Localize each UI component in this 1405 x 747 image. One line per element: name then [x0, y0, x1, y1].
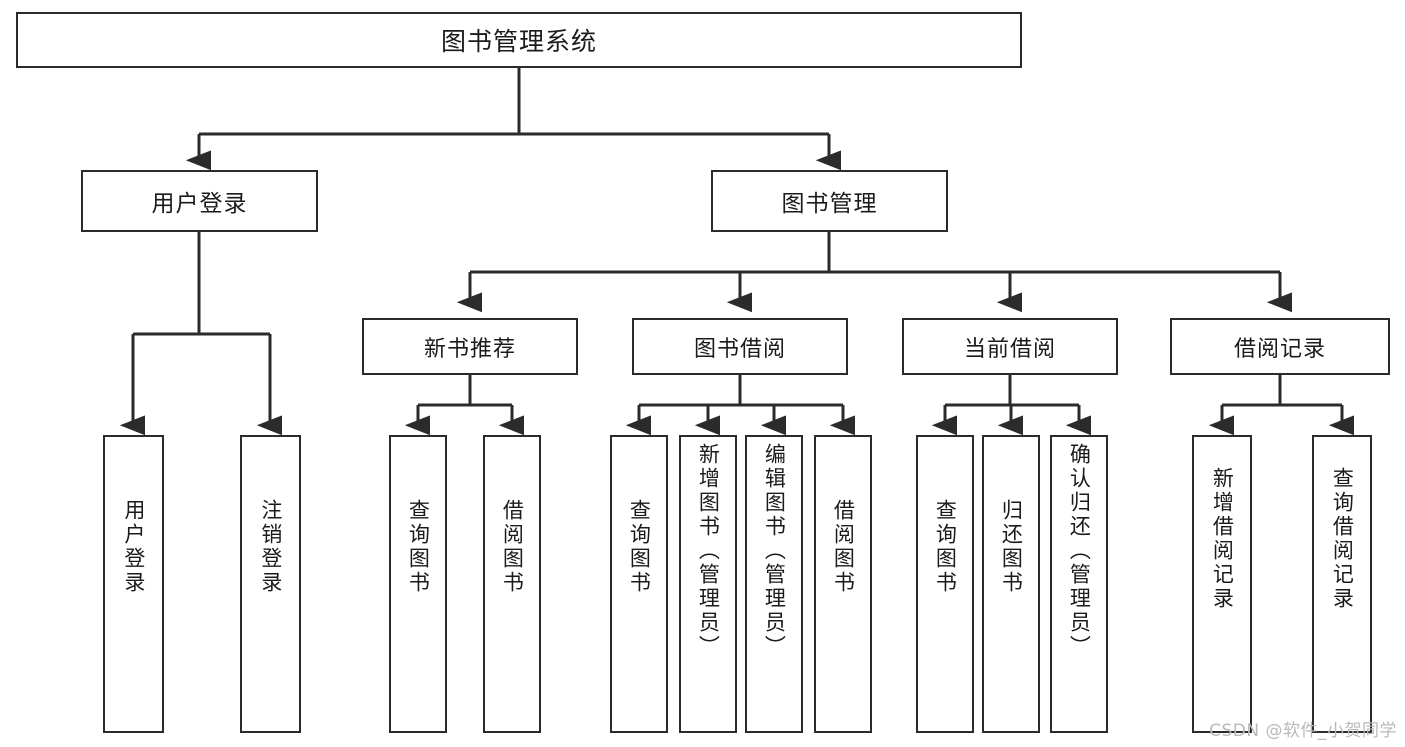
- leaf-query-borrow-record[interactable]: 查询借阅记录: [1312, 435, 1372, 733]
- leaf-confirm-return-admin[interactable]: 确认归还（管理员）: [1050, 435, 1108, 733]
- node-current-borrow[interactable]: 当前借阅: [902, 318, 1118, 375]
- leaf-label: 查询借阅记录: [1330, 467, 1355, 611]
- leaf-label: 用户登录: [121, 499, 146, 595]
- leaf-query-book-new[interactable]: 查询图书: [389, 435, 447, 733]
- leaf-label: 编辑图书（管理员）: [762, 443, 787, 659]
- node-user-login[interactable]: 用户登录: [81, 170, 318, 232]
- leaf-borrow-book-new[interactable]: 借阅图书: [483, 435, 541, 733]
- leaf-label: 查询图书: [406, 499, 431, 595]
- leaf-label: 新增图书（管理员）: [696, 443, 721, 659]
- leaf-borrow-book-borrow[interactable]: 借阅图书: [814, 435, 872, 733]
- node-book-borrow[interactable]: 图书借阅: [632, 318, 848, 375]
- leaf-add-borrow-record[interactable]: 新增借阅记录: [1192, 435, 1252, 733]
- leaf-label: 查询图书: [627, 499, 652, 595]
- leaf-label: 确认归还（管理员）: [1067, 443, 1092, 659]
- leaf-label: 归还图书: [999, 499, 1024, 595]
- node-new-book-recommend[interactable]: 新书推荐: [362, 318, 578, 375]
- leaf-user-login[interactable]: 用户登录: [103, 435, 164, 733]
- leaf-edit-book-admin[interactable]: 编辑图书（管理员）: [745, 435, 803, 733]
- node-book-manage[interactable]: 图书管理: [711, 170, 948, 232]
- leaf-label: 查询图书: [933, 499, 958, 595]
- node-borrow-record[interactable]: 借阅记录: [1170, 318, 1390, 375]
- leaf-label: 注销登录: [258, 499, 283, 595]
- node-root-system[interactable]: 图书管理系统: [16, 12, 1022, 68]
- leaf-add-book-admin[interactable]: 新增图书（管理员）: [679, 435, 737, 733]
- leaf-query-book-borrow[interactable]: 查询图书: [610, 435, 668, 733]
- watermark-text: CSDN @软件_小贺同学: [1209, 721, 1397, 741]
- leaf-query-book-current[interactable]: 查询图书: [916, 435, 974, 733]
- leaf-label: 借阅图书: [500, 499, 525, 595]
- leaf-label: 新增借阅记录: [1210, 467, 1235, 611]
- leaf-label: 借阅图书: [831, 499, 856, 595]
- leaf-logout[interactable]: 注销登录: [240, 435, 301, 733]
- leaf-return-book[interactable]: 归还图书: [982, 435, 1040, 733]
